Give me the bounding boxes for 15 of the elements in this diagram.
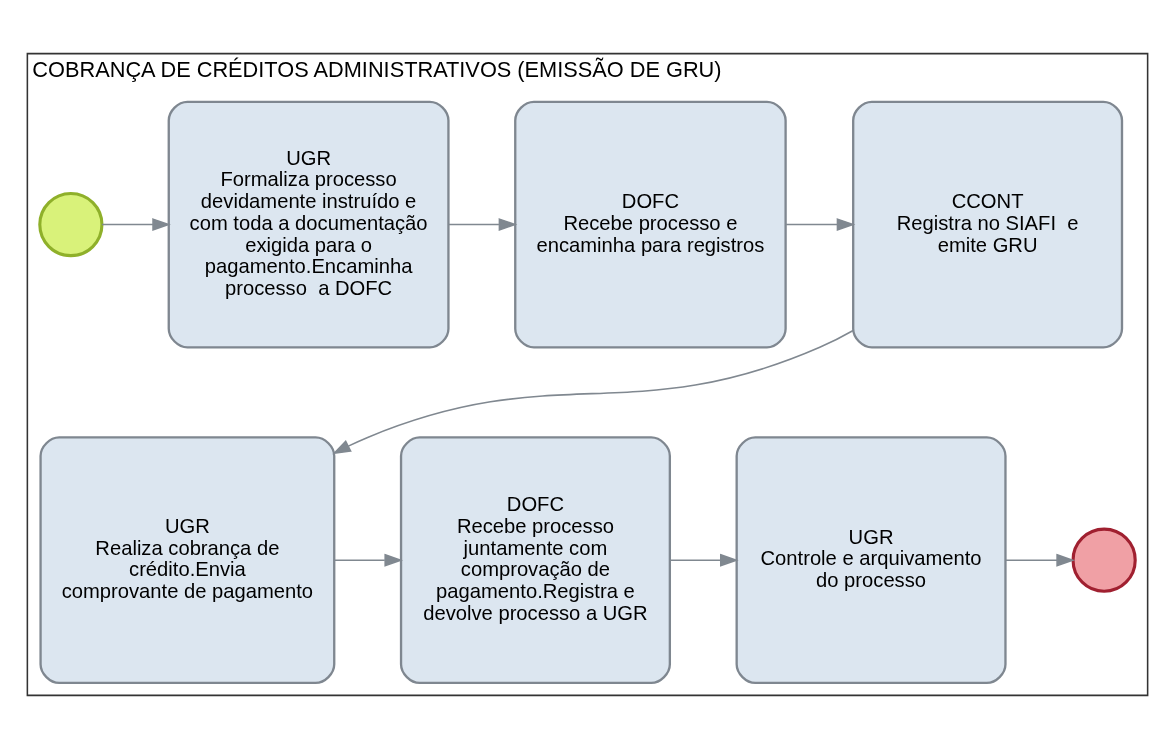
arrow: [332, 329, 854, 455]
arrow: [448, 218, 518, 232]
node-circle: [1071, 527, 1137, 593]
node-box: DOFC Recebe processo juntamente com comprovação de pagamento.Registra e devolve processo a UGR: [399, 436, 671, 685]
node-box: UGR Controle e arquivamento do processo: [735, 436, 1007, 685]
arrow: [669, 553, 739, 567]
node-box: UGR Formaliza processo devidamente instruído e com toda a documentação exigida para o pagamento.Encaminha processo a DOFC: [167, 100, 450, 349]
node-circle: [38, 191, 104, 258]
arrow: [101, 218, 171, 232]
arrow: [334, 553, 404, 567]
arrow: [1005, 553, 1075, 567]
arrow: [785, 218, 856, 232]
node-box: CCONT Registra no SIAFI e emite GRU: [852, 100, 1124, 349]
node-box: DOFC Recebe processo e encaminha para registros: [514, 100, 787, 349]
node-box: UGR Realiza cobrança de crédito.Envia comprovante de pagamento: [39, 436, 336, 685]
